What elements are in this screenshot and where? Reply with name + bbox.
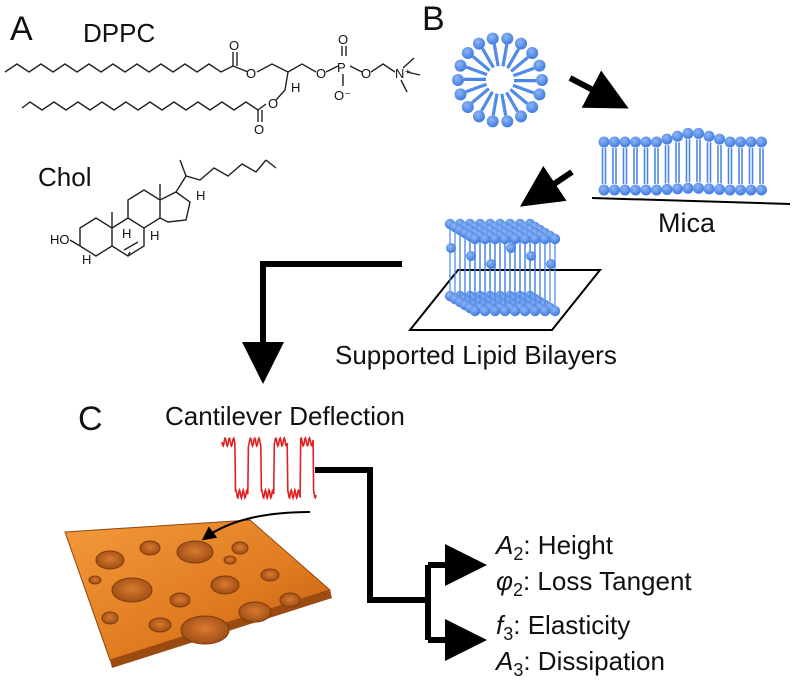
lipid-head [473,110,485,123]
mica-label: Mica [658,208,716,238]
lipid-head [486,115,499,128]
supported-lipid-bilayer-block [444,218,561,317]
chol-h-2: H [122,226,131,241]
dppc-o-5: O [361,66,371,81]
dppc-o-minus: O⁻ [334,88,351,103]
output-elasticity: f3: Elasticity [496,610,630,644]
lipid-head [486,32,499,45]
output-list: A2: Height φ2: Loss Tangent f3: Elastici… [494,530,692,680]
lipid-head [454,88,467,101]
chol-h-4: H [82,252,91,267]
mica-substrate-line [591,197,791,205]
dppc-o-6: O [268,96,278,111]
output-dissipation: A3: Dissipation [494,646,665,680]
dppc-h: H [291,80,300,95]
deflection-signal-trace [221,435,317,501]
lipid-head [526,47,539,60]
output-flow-trunk [315,467,428,603]
dppc-p: P [337,60,346,75]
lipid-head [536,74,548,86]
bilayer-label: Supported Lipid Bilayers [335,340,617,370]
lipid-head [461,100,474,113]
dppc-o-3: O [316,66,326,81]
lipid-head [526,100,539,113]
arrow-mica-to-bilayer [520,165,574,207]
output-loss-tangent: φ2: Loss Tangent [496,566,692,600]
lipid-head [533,88,546,101]
lipid-head [452,74,464,86]
output-height: A2: Height [494,530,614,564]
lipid-head [533,59,546,72]
dppc-o-2: O [246,66,256,81]
chol-h-3: H [150,228,159,243]
bilayer-on-mica [598,127,767,196]
lipid-head [461,47,474,60]
afm-surface-image [64,519,332,668]
chol-h-1: H [196,188,205,203]
dppc-structure: O O O P O O⁻ O N⁺ H O O [4,32,421,137]
cantilever-deflection-label: Cantilever Deflection [165,401,405,431]
lipid-head [515,37,527,50]
lipid-head [473,37,485,50]
arrow-signal-to-surface [201,511,311,541]
panel-label-a: A [10,10,33,48]
chol-ho: HO [50,232,70,247]
panel-label-b: B [422,0,445,38]
dppc-label: DPPC [83,18,155,48]
arrow-bilayer-to-measurement [242,261,402,384]
dppc-n: N⁺ [395,66,411,81]
dppc-o-1: O [229,38,239,53]
lipid-head [501,115,514,128]
panel-label-c: C [78,400,103,438]
cholesterol-structure: H H H HO H [50,159,277,267]
lipid-head [501,32,514,45]
dppc-o-7: O [254,122,264,137]
lipid-head [515,110,527,123]
arrow-micelle-to-mica [568,70,629,109]
chol-label: Chol [38,162,91,192]
lipid-micelle [452,32,548,128]
dppc-o-4: O [338,32,348,47]
lipid-head [454,59,467,72]
